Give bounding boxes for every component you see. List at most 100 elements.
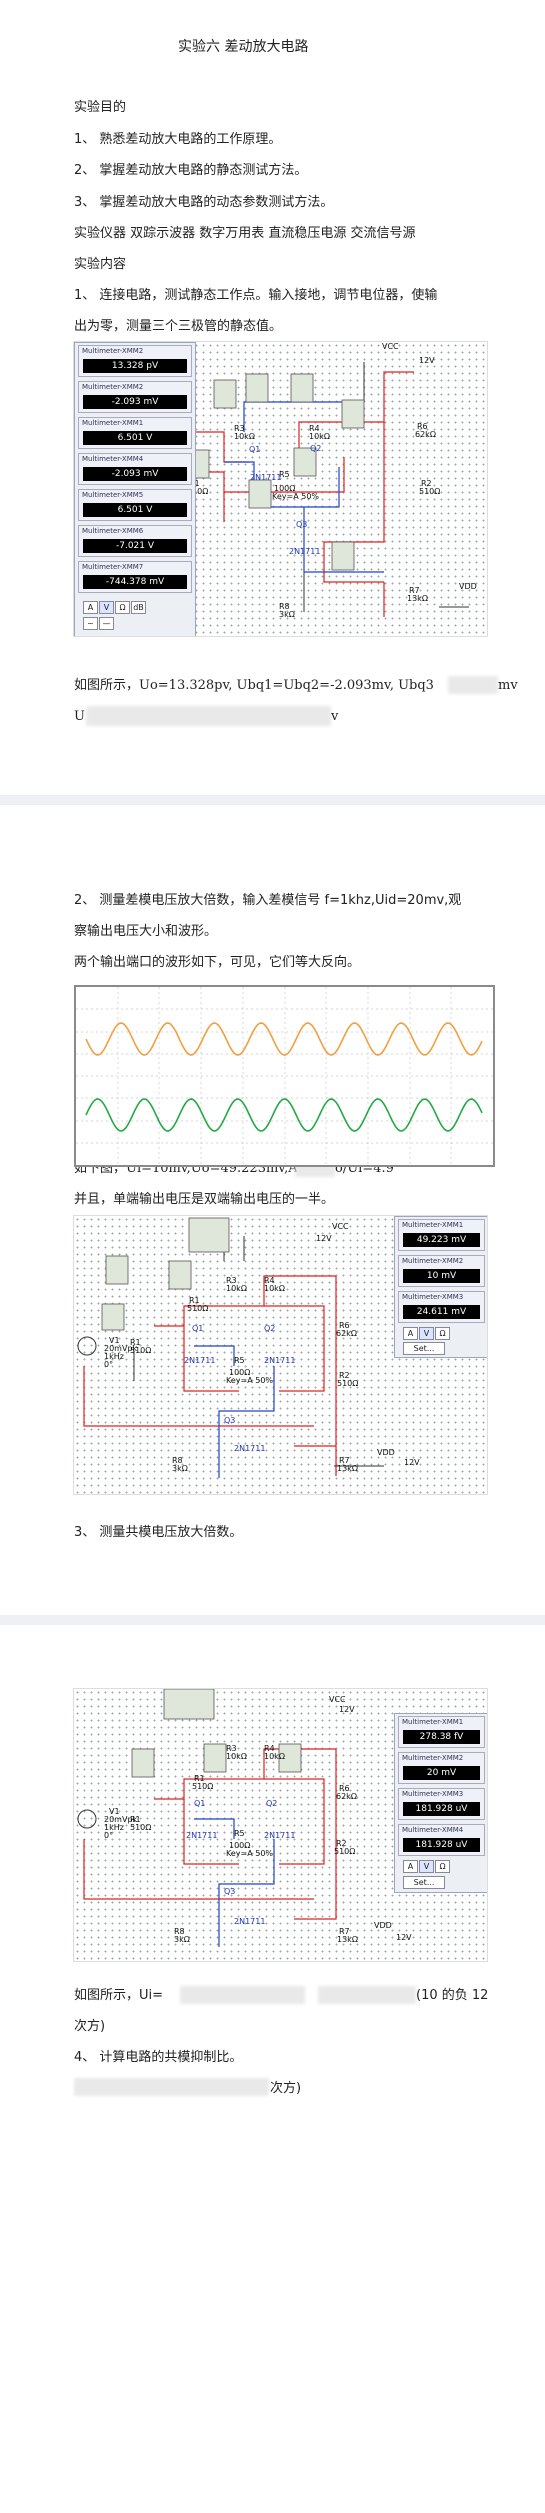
result3-line-b: (10 的负 12 bbox=[416, 1988, 489, 2003]
redacted-blur bbox=[86, 706, 331, 726]
meter-mode-button[interactable]: A bbox=[403, 1327, 418, 1340]
q3-type: 2N1711 bbox=[234, 1444, 266, 1453]
purpose-item-2: 2、 掌握差动放大电路的静态测试方法。 bbox=[74, 163, 308, 178]
r3-value: 10kΩ bbox=[234, 432, 255, 441]
meter-mode-button[interactable]: Ω bbox=[115, 601, 130, 614]
oscilloscope-waveform bbox=[74, 985, 495, 1167]
q1-label: Q1 bbox=[194, 1799, 206, 1808]
r1-left-value: 510Ω bbox=[130, 1823, 152, 1832]
r8-value: 3kΩ bbox=[174, 1935, 190, 1944]
multimeter[interactable]: Multimeter-XMM4-2.093 mV bbox=[78, 453, 192, 485]
meter-caption: Multimeter-XMM2 bbox=[402, 1257, 464, 1265]
meter-caption: Multimeter-XMM4 bbox=[82, 455, 144, 463]
meter-mode-button[interactable]: V bbox=[419, 1327, 434, 1340]
step1-line-1: 1、 连接电路，测试静态工作点。输入接地，调节电位器，使输 bbox=[74, 288, 438, 303]
r3-label: R3 bbox=[234, 424, 245, 433]
meter-caption: Multimeter-XMM3 bbox=[402, 1293, 464, 1301]
step2-line-2: 察输出电压大小和波形。 bbox=[74, 924, 218, 939]
r1-label: R1 bbox=[194, 1774, 205, 1783]
meter-caption: Multimeter-XMM1 bbox=[402, 1221, 464, 1229]
meter-reading: -7.021 V bbox=[83, 539, 187, 553]
doc-title: 实验六 差动放大电路 bbox=[178, 39, 309, 55]
r2-value: 510Ω bbox=[334, 1847, 356, 1856]
result2-line-2: 并且，单端输出电压是双端输出电压的一半。 bbox=[74, 1192, 335, 1207]
doc-page-3: VCC 12V R3 10kΩ R4 10kΩ R1 510Ω Q1 Q2 2N… bbox=[0, 1625, 545, 2513]
meter-mode-button[interactable]: Ω bbox=[435, 1860, 450, 1873]
multimeter[interactable]: Multimeter-XMM2-2.093 mV bbox=[78, 381, 192, 413]
r8-value: 3kΩ bbox=[279, 610, 295, 619]
meter-dc-button[interactable]: — bbox=[99, 617, 114, 630]
meter-ac-button[interactable]: ~ bbox=[83, 617, 98, 630]
meter-mode-button[interactable]: A bbox=[403, 1860, 418, 1873]
vdd-label: VDD bbox=[377, 1448, 395, 1457]
output-wave-a bbox=[85, 1022, 483, 1056]
v12-label: 12V bbox=[419, 356, 435, 365]
redacted-blur bbox=[74, 2078, 269, 2096]
step2-line-1: 2、 测量差模电压放大倍数，输入差模信号 f=1khz,Uid=20mv,观 bbox=[74, 893, 462, 908]
r4-value: 10kΩ bbox=[309, 432, 330, 441]
r6-label: R6 bbox=[339, 1784, 350, 1793]
q1-label: Q1 bbox=[192, 1324, 204, 1333]
meter-set-button[interactable]: Set... bbox=[403, 1876, 445, 1889]
v1-label: V1 bbox=[109, 1336, 120, 1345]
redacted-blur bbox=[180, 1986, 305, 2004]
meter-mode-button[interactable]: dB bbox=[131, 601, 146, 614]
r7-label: R7 bbox=[339, 1927, 350, 1936]
r4-value: 10kΩ bbox=[264, 1752, 285, 1761]
meter-reading: 278.38 fV bbox=[403, 1730, 480, 1744]
result3-line-a: 如图所示，Ui= bbox=[74, 1988, 164, 2003]
r6-value: 62kΩ bbox=[415, 430, 436, 439]
r7-value: 13kΩ bbox=[337, 1935, 358, 1944]
content-heading: 实验内容 bbox=[74, 257, 127, 272]
meter-mode-button[interactable]: V bbox=[99, 601, 114, 614]
q1-type: 2N1711 bbox=[186, 1831, 218, 1840]
circuit-wires bbox=[77, 1689, 337, 1947]
multimeter[interactable]: Multimeter-XMM7-744.378 mV bbox=[78, 561, 192, 593]
vdd-label: VDD bbox=[459, 582, 477, 591]
q1-type: 2N1711 bbox=[184, 1356, 216, 1365]
r3-label: R3 bbox=[226, 1744, 237, 1753]
r8-label: R8 bbox=[172, 1456, 183, 1465]
r8-label: R8 bbox=[174, 1927, 185, 1936]
r2-label: R2 bbox=[336, 1839, 347, 1848]
meter-mode-button[interactable]: A bbox=[83, 601, 98, 614]
r4-label: R4 bbox=[309, 424, 320, 433]
r6-value: 62kΩ bbox=[336, 1329, 357, 1338]
meter-reading: -744.378 mV bbox=[83, 575, 187, 589]
meter-reading: 13.328 pV bbox=[83, 359, 187, 373]
meter-set-button[interactable]: Set... bbox=[403, 1342, 445, 1355]
multimeter[interactable]: Multimeter-XMM4 181.928 uV bbox=[398, 1824, 485, 1856]
result1-line: 如图所示，Uo=13.328pv, Ubq1=Ubq2=-2.093mv, Ub… bbox=[74, 678, 434, 693]
r2-value: 510Ω bbox=[419, 487, 441, 496]
q2-label: Q2 bbox=[266, 1799, 278, 1808]
v12b-label: 12V bbox=[404, 1458, 420, 1467]
doc-page-2: 2、 测量差模电压放大倍数，输入差模信号 f=1khz,Uid=20mv,观 察… bbox=[0, 805, 545, 1615]
meter-reading: 181.928 uV bbox=[403, 1838, 480, 1852]
q2-label: Q2 bbox=[310, 444, 322, 453]
step2-line-3: 两个输出端口的波形如下，可见，它们等大反向。 bbox=[74, 955, 361, 970]
circuit-image-differential: VCC 12V R3 10kΩ R4 10kΩ R1 510Ω Q1 Q2 2N… bbox=[73, 1215, 488, 1495]
multimeter[interactable]: Multimeter-XMM6-7.021 V bbox=[78, 525, 192, 557]
meter-mode-button[interactable]: Ω bbox=[435, 1327, 450, 1340]
circuit-image-common-mode: VCC 12V R3 10kΩ R4 10kΩ R1 510Ω Q1 Q2 2N… bbox=[73, 1688, 488, 1962]
meter-caption: Multimeter-XMM4 bbox=[402, 1826, 464, 1834]
r3-value: 10kΩ bbox=[226, 1284, 247, 1293]
meter-mode-button[interactable]: V bbox=[419, 1860, 434, 1873]
vcc-label: VCC bbox=[332, 1222, 349, 1231]
r6-value: 62kΩ bbox=[336, 1792, 357, 1801]
r5-value: 100Ω bbox=[229, 1368, 251, 1377]
r6-label: R6 bbox=[339, 1321, 350, 1330]
meter-caption: Multimeter-XMM5 bbox=[82, 491, 144, 499]
r8-label: R8 bbox=[279, 602, 290, 611]
